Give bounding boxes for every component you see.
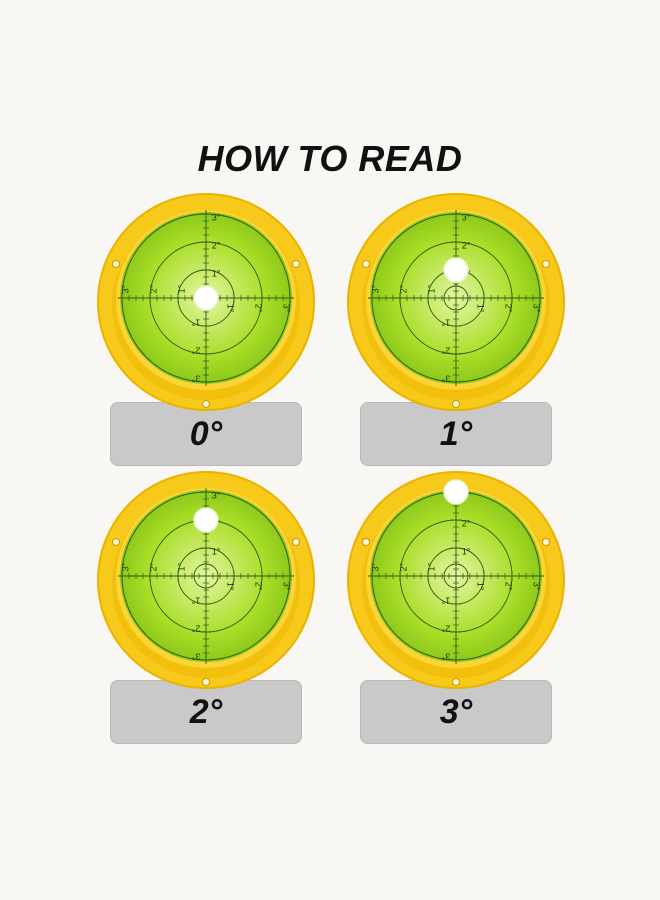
scale-label: 3°	[441, 652, 450, 662]
outer-rim-edge	[347, 193, 565, 411]
bullseye-level-2: 1°1°1°1°2°2°2°2°3°3°3°3°	[94, 471, 318, 700]
scale-label: 3°	[191, 652, 200, 662]
air-bubble	[193, 507, 219, 533]
reading-label: 0°	[189, 415, 223, 453]
scale-label: 3°	[282, 304, 292, 313]
mount-hole-icon	[542, 260, 550, 268]
mount-hole-icon	[112, 538, 120, 546]
scale-label: 1°	[191, 596, 200, 606]
scale-label: 3°	[532, 582, 542, 591]
scale-label: 1°	[441, 318, 450, 328]
air-bubble	[193, 285, 219, 311]
scale-label: 2°	[254, 304, 264, 313]
scale-label: 1°	[176, 562, 186, 571]
mount-hole-icon	[452, 400, 460, 408]
reading-plate: 0°	[110, 402, 302, 466]
scale-label: 1°	[226, 582, 236, 591]
scale-label: 3°	[120, 562, 130, 571]
air-bubble	[443, 257, 469, 283]
reading-plate: 2°	[110, 680, 302, 744]
mount-hole-icon	[452, 678, 460, 686]
reading-label: 2°	[189, 693, 223, 731]
mount-hole-icon	[362, 538, 370, 546]
bullseye-level-0: 1° 1° 1° 1° 2° 2° 2° 2° 3° 3° 3° 3°	[94, 193, 318, 422]
page-title: HOW TO READ	[197, 138, 463, 179]
mount-hole-icon	[112, 260, 120, 268]
mount-hole-icon	[292, 260, 300, 268]
scale-label: 2°	[462, 518, 471, 528]
reading-plate: 3°	[360, 680, 552, 744]
scale-label: 1°	[212, 268, 221, 278]
scale-label: 2°	[504, 582, 514, 591]
scale-label: 2°	[441, 346, 450, 356]
scale-label: 2°	[148, 284, 158, 293]
mount-hole-icon	[202, 678, 210, 686]
mount-hole-icon	[362, 260, 370, 268]
scale-label: 1°	[441, 596, 450, 606]
scale-label: 3°	[370, 284, 380, 293]
bullseye-level-graphic: 1°1°1°1°2°2°2°2°3°3°3°3°	[347, 471, 565, 689]
bullseye-level-graphic: 1°1°1°1°2°2°2°2°3°3°3°3°	[97, 471, 315, 689]
scale-label: 2°	[398, 284, 408, 293]
bullseye-level-1: 1°1°1°1°2°2°2°2°3°3°3°3°	[344, 193, 568, 422]
scale-label: 1°	[176, 284, 186, 293]
scale-label: 3°	[282, 582, 292, 591]
scale-label: 3°	[532, 304, 542, 313]
air-bubble	[443, 479, 469, 505]
scale-label: 1°	[476, 582, 486, 591]
mount-hole-icon	[292, 538, 300, 546]
mount-hole-icon	[542, 538, 550, 546]
scale-label: 2°	[191, 624, 200, 634]
scale-label: 2°	[212, 240, 221, 250]
scale-label: 3°	[441, 374, 450, 384]
scale-label: 1°	[462, 546, 471, 556]
scale-label: 3°	[212, 212, 221, 222]
scale-label: 2°	[191, 346, 200, 356]
scale-label: 1°	[426, 562, 436, 571]
scale-label: 3°	[370, 562, 380, 571]
scale-label: 3°	[191, 374, 200, 384]
reading-label: 1°	[439, 415, 473, 453]
scale-label: 2°	[398, 562, 408, 571]
outer-rim-edge	[97, 471, 315, 689]
reading-label: 3°	[439, 693, 473, 731]
outer-rim-edge	[97, 193, 315, 411]
scale-label: 1°	[426, 284, 436, 293]
bullseye-level-graphic: 1°1°1°1°2°2°2°2°3°3°3°3°	[347, 193, 565, 411]
scale-label: 1°	[476, 304, 486, 313]
outer-rim-edge	[347, 471, 565, 689]
scale-label: 3°	[120, 284, 130, 293]
scale-label: 1°	[191, 318, 200, 328]
scale-label: 3°	[462, 212, 471, 222]
scale-label: 2°	[462, 240, 471, 250]
scale-label: 3°	[212, 490, 221, 500]
bullseye-level-3: 1°1°1°1°2°2°2°2°3°3°3°3°	[344, 471, 568, 700]
scale-label: 2°	[254, 582, 264, 591]
scale-label: 2°	[504, 304, 514, 313]
scale-label: 1°	[226, 304, 236, 313]
mount-hole-icon	[202, 400, 210, 408]
scale-label: 2°	[441, 624, 450, 634]
scale-label: 1°	[212, 546, 221, 556]
bullseye-level-graphic: 1° 1° 1° 1° 2° 2° 2° 2° 3° 3° 3° 3°	[97, 193, 315, 411]
scale-label: 2°	[148, 562, 158, 571]
reading-plate: 1°	[360, 402, 552, 466]
